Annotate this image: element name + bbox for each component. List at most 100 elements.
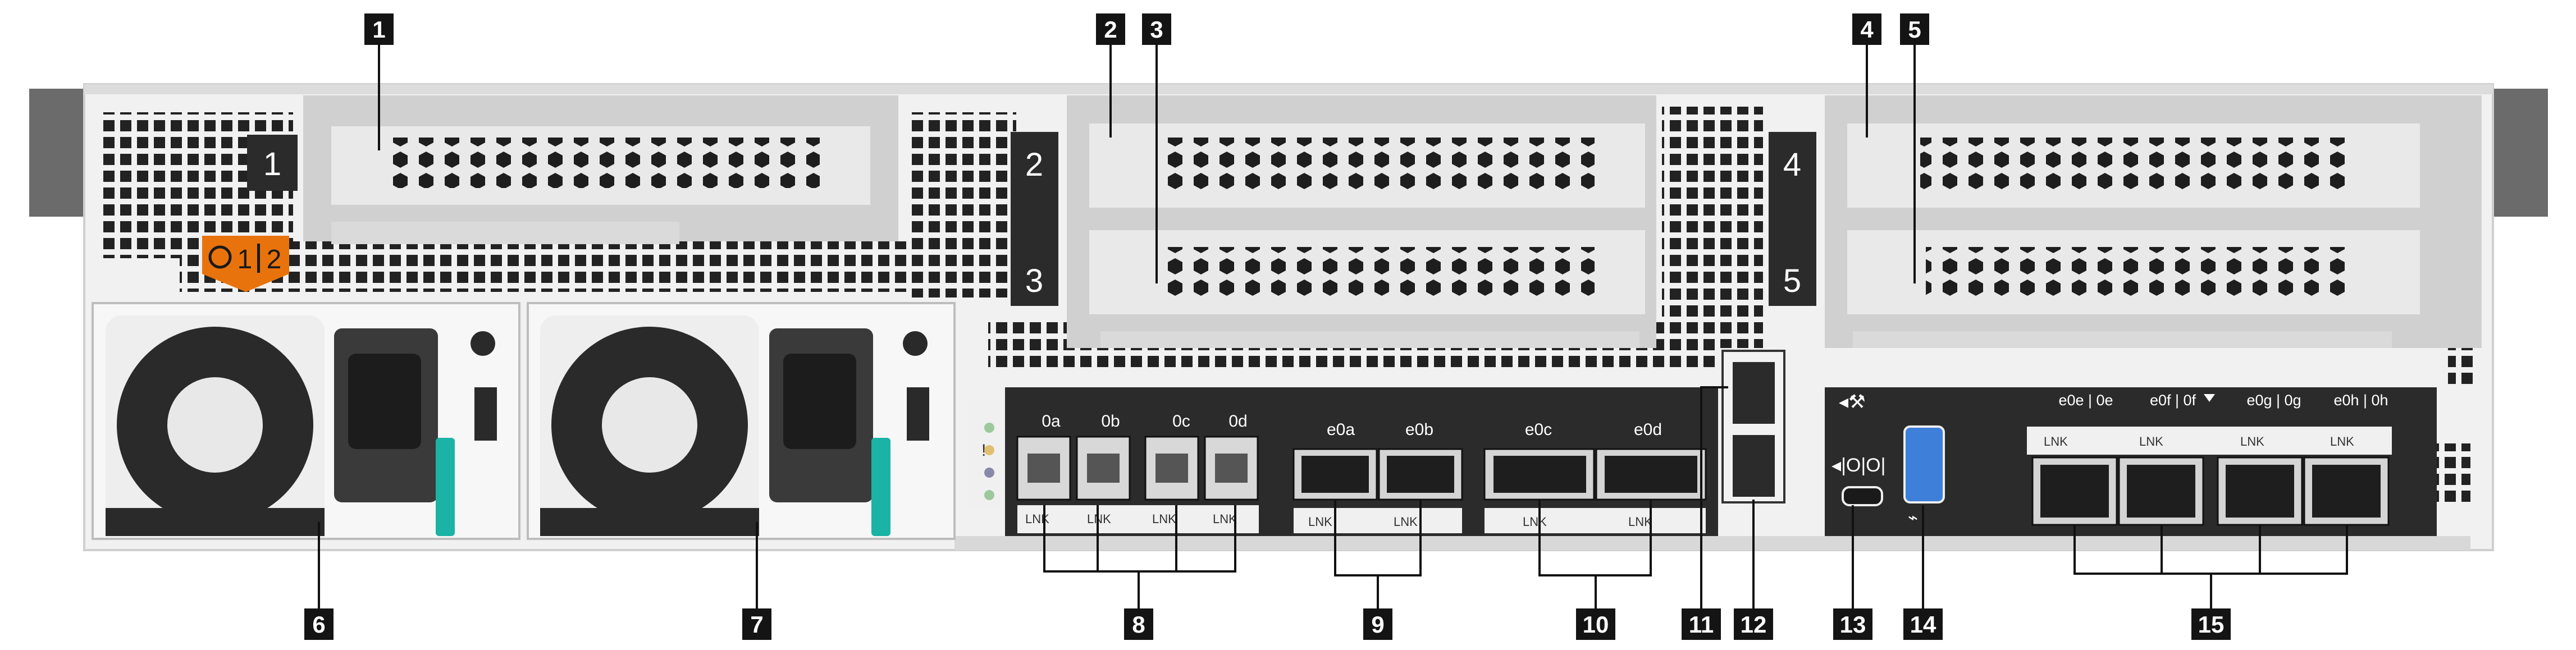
port-e0d-label: e0d	[1634, 420, 1662, 439]
psu-badge	[202, 236, 289, 292]
callout-14-box	[1903, 608, 1943, 640]
port-e0a-label: e0a	[1327, 420, 1355, 439]
psu-1-handle	[106, 508, 325, 536]
callout-12: 12	[1734, 608, 1773, 640]
callout-13-number: 13	[1840, 611, 1866, 638]
port-e0b-lnk-label: LNK	[1394, 515, 1418, 529]
psu-badge-right: 2	[267, 245, 282, 274]
callout-10-box	[1576, 608, 1615, 640]
power-icon	[208, 245, 232, 269]
callout-5-number: 5	[1908, 16, 1921, 43]
port-0c-label: 0c	[1172, 412, 1190, 431]
psu-2-latch[interactable]	[871, 438, 890, 536]
slot-4-label: 4	[1783, 147, 1801, 183]
port-e0c-lnk-label: LNK	[1523, 515, 1547, 529]
port-e0b-label: e0b	[1405, 420, 1433, 439]
slot-4-5-foot	[1853, 331, 2392, 348]
status-led-attention: !	[981, 441, 986, 460]
slot-1-label: 1	[263, 146, 281, 182]
callout-14: 14	[1903, 608, 1943, 640]
status-led-green	[984, 423, 994, 433]
slot-3-hex-vent	[1157, 247, 1595, 300]
port-e0c-label: e0c	[1525, 420, 1552, 439]
leader-lines	[318, 44, 2348, 611]
micro-usb-console-port[interactable]	[1842, 486, 1883, 506]
slot-2-hex-vent	[1168, 138, 1595, 191]
slot-4-5-label-bg	[1769, 132, 1816, 306]
psu-2-status-led	[903, 331, 928, 356]
callout-7-number: 7	[750, 611, 763, 638]
callout-5-box	[1900, 13, 1929, 45]
usb-icon: ⌁	[1908, 509, 1918, 527]
port-0a-cage	[1027, 454, 1060, 483]
port-e0f-lnk-label: LNK	[2139, 434, 2163, 448]
port-e0h-label: e0h | 0h	[2333, 392, 2388, 409]
port-0b-label: 0b	[1101, 412, 1120, 431]
callout-4-number: 4	[1860, 16, 1874, 43]
port-e0b-cage	[1387, 456, 1454, 493]
callout-9: 9	[1363, 608, 1392, 640]
callout-7-box	[742, 608, 771, 640]
callout-4-box	[1852, 13, 1881, 45]
slot-2-3-label-bg	[1011, 132, 1058, 306]
port-e0e-lnk-label: LNK	[2044, 434, 2068, 448]
callout-1-number: 1	[372, 16, 385, 43]
port-e0h-lnk-label: LNK	[2330, 434, 2354, 448]
callout-15: 15	[2191, 608, 2231, 640]
port-direction-marker	[2204, 394, 2215, 402]
callout-7: 7	[742, 608, 771, 640]
port-e0h-cage	[2312, 465, 2381, 518]
callout-5: 5	[1900, 13, 1929, 45]
callout-9-number: 9	[1371, 611, 1384, 638]
port-0d-lnk-label: LNK	[1213, 512, 1237, 526]
chassis-top-band	[84, 84, 2493, 94]
status-led-locate	[984, 468, 994, 478]
callout-3: 3	[1142, 13, 1171, 45]
vent-psu-band	[180, 241, 1011, 292]
callout-6: 6	[304, 608, 334, 640]
callout-10: 10	[1576, 608, 1615, 640]
port-e0g-lnk-label: LNK	[2240, 434, 2264, 448]
port-e0f-label: e0f | 0f	[2150, 392, 2196, 409]
port-0a[interactable]	[1016, 436, 1071, 501]
slot-2-label: 2	[1025, 147, 1043, 183]
callout-1-box	[364, 13, 394, 45]
port-0a-label: 0a	[1042, 412, 1061, 431]
serial-port-icon: ◂|O|O|	[1831, 455, 1885, 476]
callout-8-number: 8	[1132, 611, 1145, 638]
callout-2-number: 2	[1104, 16, 1117, 43]
port-0c-lnk-label: LNK	[1152, 512, 1176, 526]
psu-1-status-led	[471, 331, 495, 356]
slot-1-hex-vent	[393, 138, 820, 188]
port-e0f-cage	[2127, 465, 2195, 518]
led-row-group-10	[1485, 508, 1706, 533]
port-0b-cage	[1087, 454, 1120, 483]
console-port[interactable]	[1733, 435, 1775, 497]
usb-port[interactable]	[1903, 425, 1945, 503]
vent-left-of-slot2	[910, 112, 1016, 297]
slot-4-hex-vent	[1920, 138, 2347, 191]
port-e0e-cage	[2040, 465, 2109, 518]
status-led-amber	[984, 445, 994, 455]
callout-14-number: 14	[1910, 611, 1936, 638]
slot-2-3-foot	[1100, 331, 1639, 348]
slot-1-foot	[331, 222, 679, 244]
psu-1-latch[interactable]	[436, 438, 455, 536]
slot-1-label-bg	[247, 135, 298, 191]
callout-9-box	[1363, 608, 1392, 640]
wrench-icon: ◂⚒	[1839, 391, 1866, 413]
management-port[interactable]	[1733, 362, 1775, 424]
port-e0a-cage	[1301, 456, 1369, 493]
callout-11: 11	[1682, 608, 1721, 640]
psu-badge-left: 1	[237, 245, 253, 274]
psu-1-power-inlet	[348, 354, 421, 449]
psu-2-fan-hub	[602, 377, 697, 473]
callout-8: 8	[1124, 608, 1153, 640]
callout-12-box	[1734, 608, 1773, 640]
vent-center-column	[1662, 107, 1763, 348]
status-led-strip	[967, 400, 1001, 506]
led-row-group-9	[1294, 508, 1462, 533]
rack-ear-left	[29, 89, 84, 217]
slot-5-hex-vent	[1926, 247, 2353, 300]
